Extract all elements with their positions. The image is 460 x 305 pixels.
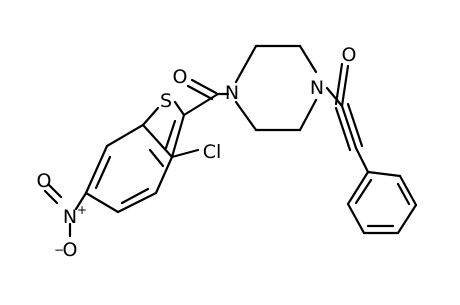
atom-label-oxygen: O: [63, 239, 78, 261]
left-carbonyl: [182, 78, 230, 117]
atom-label-chlorine: Cl: [203, 141, 222, 163]
benzene-ring: [84, 123, 174, 214]
piperazine-ring: [234, 44, 318, 132]
atom-label-oxygen: O: [37, 170, 52, 192]
charge-label-negative: −: [54, 243, 64, 257]
alkynone-chain: [325, 62, 370, 174]
atom-label-nitrogen: N: [310, 77, 324, 99]
atom-label-oxygen: O: [173, 66, 188, 88]
atom-label-sulfur: S: [160, 90, 172, 112]
atom-label-nitrogen: N: [225, 82, 239, 104]
thiophene-ring: [141, 100, 186, 159]
phenyl-ring: [346, 170, 418, 235]
atom-label-nitrogen: N: [63, 206, 77, 228]
charge-label-positive: +: [77, 203, 87, 217]
atom-label-oxygen: O: [342, 44, 357, 66]
chloro-substituent: [170, 148, 200, 159]
nitro-group: [43, 183, 88, 238]
